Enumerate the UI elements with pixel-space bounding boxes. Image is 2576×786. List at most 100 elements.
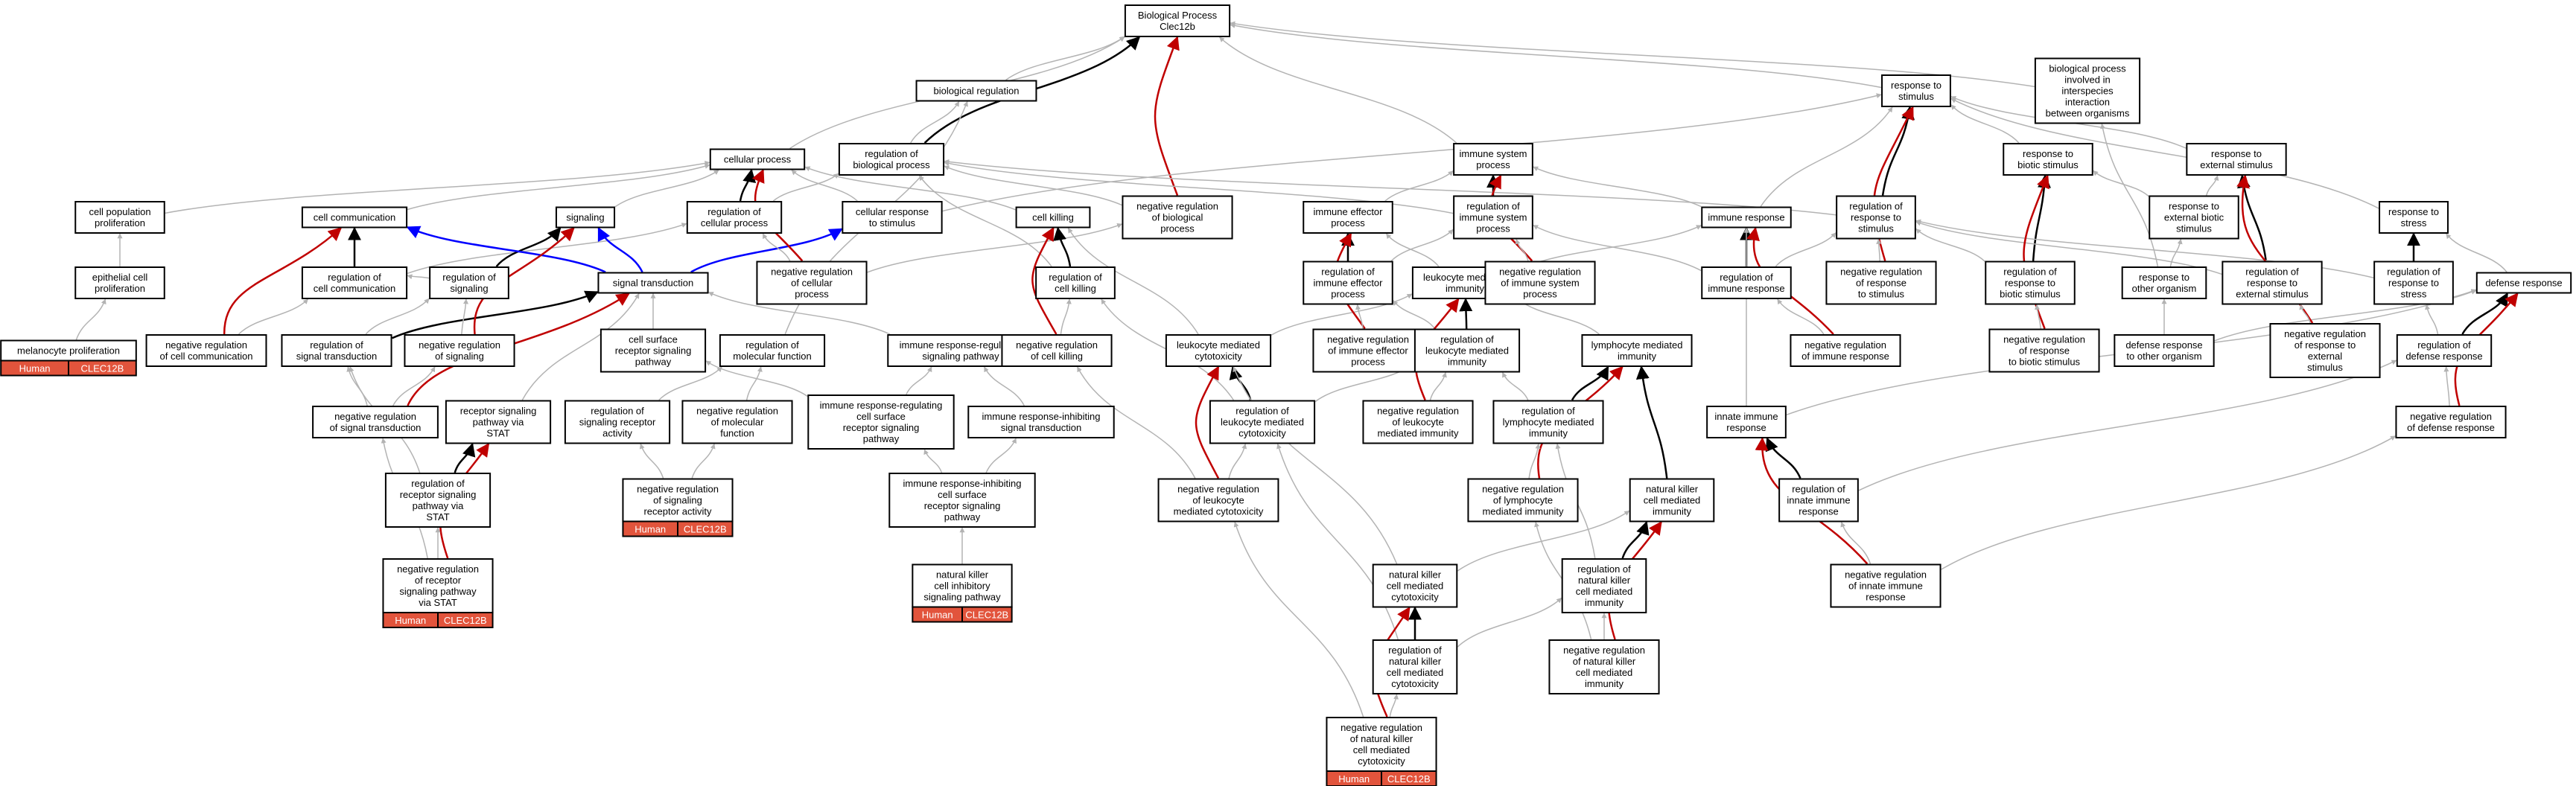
- node-label-line: of cellular: [791, 278, 833, 289]
- node-box: [1790, 334, 1901, 367]
- edge-part-of: [739, 168, 757, 202]
- edge-part-of: [392, 290, 600, 339]
- go-term-node-defresp[interactable]: defense response: [2475, 272, 2572, 294]
- go-term-node-bioreg[interactable]: biological regulation: [915, 80, 1037, 102]
- annotation-gene-label: CLEC12B: [684, 524, 727, 535]
- node-label-line: defense response: [2485, 278, 2562, 289]
- go-term-node-sigtrans[interactable]: signal transduction: [597, 272, 709, 294]
- go-term-node-cellproc[interactable]: cellular process: [709, 148, 806, 170]
- edge-is-a: [1840, 521, 1871, 564]
- go-term-node-cellkilling[interactable]: cell killing: [1015, 206, 1091, 229]
- edge-is-a: [804, 166, 1016, 211]
- edge-is-a: [165, 160, 710, 214]
- node-label-line: regulation of: [707, 206, 761, 217]
- node-box: [2396, 334, 2493, 367]
- node-box: [1015, 206, 1091, 229]
- node-label-line: of signaling: [653, 495, 702, 506]
- node-label-line: negative regulation: [1377, 406, 1459, 417]
- node-label-line: external biotic: [2164, 212, 2224, 223]
- edge-is-a: [1389, 694, 1399, 718]
- node-box: [1372, 563, 1458, 608]
- go-term-node-cellcomm[interactable]: cell communication: [301, 206, 408, 229]
- go-term-node-immresp[interactable]: immune response: [1701, 206, 1792, 229]
- node-label-line: regulation of: [1577, 563, 1631, 575]
- edge-is-a: [1429, 371, 1447, 400]
- node-label-line: response to: [2005, 278, 2055, 289]
- node-label-line: response: [1726, 422, 1766, 433]
- go-term-node-signaling[interactable]: signaling: [555, 206, 616, 229]
